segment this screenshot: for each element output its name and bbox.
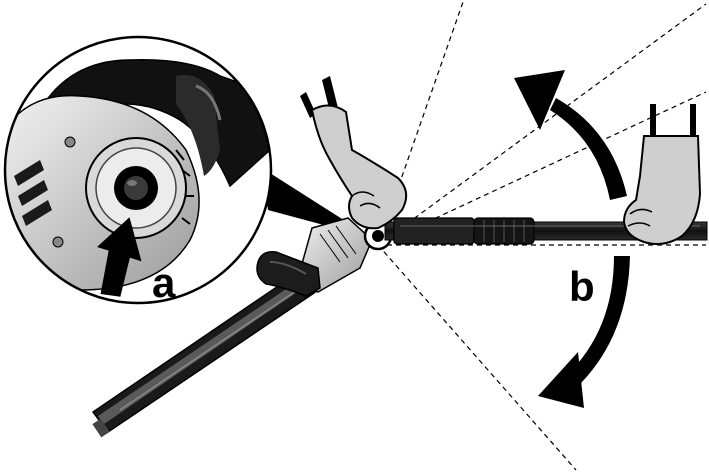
blade-assembly [91, 217, 393, 438]
callout-label-b: b [569, 263, 595, 310]
up-arrow-icon [97, 217, 142, 297]
callout-label-a: a [152, 259, 176, 306]
curved-arrow-up-icon [514, 70, 627, 200]
guide-line-lower [377, 244, 577, 471]
right-glove [622, 135, 702, 245]
left-glove [310, 104, 408, 230]
pole-grip-collar [393, 217, 475, 245]
right-hand [622, 104, 702, 245]
left-hand [300, 76, 408, 230]
guide-line-steep [377, 1, 464, 246]
curved-arrow-down-icon [538, 256, 630, 408]
guide-line-upper [377, 3, 707, 246]
magnifier-detail [3, 35, 273, 305]
blade-edge [98, 250, 350, 424]
